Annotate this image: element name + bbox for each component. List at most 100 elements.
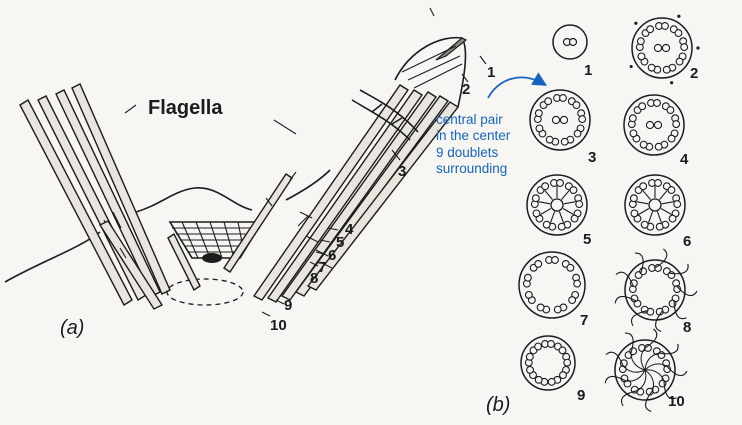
granule xyxy=(629,64,633,69)
transition-fiber xyxy=(644,328,658,349)
panel-a-label: (a) xyxy=(60,317,84,339)
label-a-8: 8 xyxy=(310,270,318,287)
membrane-ring xyxy=(526,174,588,236)
doublet-tubule xyxy=(647,63,656,72)
label-b-8: 8 xyxy=(683,319,691,336)
doublet-tubule xyxy=(568,296,577,305)
transition-fiber xyxy=(614,295,637,304)
doublet-tubule xyxy=(666,106,675,115)
transition-fiber xyxy=(605,351,624,367)
doublet-tubule xyxy=(628,114,637,123)
membrane-ring xyxy=(614,339,676,401)
doublet-tubule xyxy=(674,29,683,38)
label-b-3: 3 xyxy=(588,149,596,166)
annotation-line-2: in the center xyxy=(436,128,511,143)
label-b-6: 6 xyxy=(683,233,691,250)
radial-spoke xyxy=(647,211,654,224)
cross-section-10 xyxy=(604,328,688,413)
central-tubule xyxy=(559,115,569,125)
panel-b-cross-sections xyxy=(518,14,700,413)
doublet-tubule xyxy=(655,222,664,231)
radial-spoke xyxy=(638,208,650,215)
doublet-tubule xyxy=(553,305,562,314)
transition-fiber xyxy=(615,271,634,287)
doublet-tubule xyxy=(551,256,559,264)
doublet-tubule xyxy=(524,290,533,299)
transition-fiber xyxy=(630,310,648,327)
doublet-tubule xyxy=(637,52,646,61)
annotation-line-4: surrounding xyxy=(436,161,507,176)
doublet-tubule xyxy=(680,43,689,52)
doublet-tubule xyxy=(570,214,579,223)
doublet-tubule xyxy=(662,65,671,74)
doublet-tubule xyxy=(557,222,566,231)
doublet-tubule xyxy=(668,214,677,223)
transition-fiber xyxy=(634,252,644,274)
cartwheel-arm xyxy=(644,369,665,382)
doublet-tubule xyxy=(639,267,648,276)
doublet-tubule xyxy=(556,179,564,187)
doublet-tubule xyxy=(661,22,669,30)
label-b-9: 9 xyxy=(577,387,585,404)
membrane-ring xyxy=(552,24,588,60)
doublet-tubule xyxy=(638,102,647,111)
membrane-ring xyxy=(624,174,686,236)
panel-a-longitudinal-view: Flagella 1 2 3 4 5 6 7 8 9 10 (a) xyxy=(4,7,495,339)
doublet-tubule xyxy=(525,352,534,361)
doublet-tubule xyxy=(560,137,569,146)
radial-spoke xyxy=(549,211,556,224)
annotation-arrow xyxy=(487,72,548,99)
radial-spoke xyxy=(561,190,570,200)
transition-fiber xyxy=(604,375,627,384)
central-hub xyxy=(648,198,662,212)
doublet-tubule xyxy=(663,365,672,374)
annotation-group: central pair in the center 9 doublets su… xyxy=(436,72,548,176)
doublet-tubule xyxy=(675,57,684,66)
doublet-tubule xyxy=(667,186,676,195)
doublet-tubule xyxy=(646,25,655,34)
doublet-tubule xyxy=(547,377,556,386)
doublet-tubule xyxy=(569,186,578,195)
doublet-tubule xyxy=(654,179,662,187)
transition-fiber xyxy=(655,310,663,333)
radial-spoke xyxy=(558,211,565,224)
radial-spoke xyxy=(642,190,651,200)
central-tubule xyxy=(653,43,663,53)
doublet-tubule xyxy=(575,200,584,209)
cartwheel-arm xyxy=(644,363,667,371)
radial-spoke xyxy=(661,201,674,205)
doublet-tubule xyxy=(534,342,543,351)
label-b-1: 1 xyxy=(584,62,592,79)
membrane-ring xyxy=(520,335,576,391)
doublet-tubule xyxy=(667,134,676,143)
cross-section-8 xyxy=(614,248,698,333)
label-b-2: 2 xyxy=(690,65,698,82)
doublet-tubule xyxy=(639,140,648,149)
central-hub xyxy=(550,198,564,212)
label-a-9: 9 xyxy=(284,297,292,314)
flagella-title: Flagella xyxy=(148,97,223,119)
leader-lines xyxy=(119,7,487,317)
doublet-tubule xyxy=(573,279,582,288)
doublet-tubule xyxy=(542,220,551,229)
doublet-tubule xyxy=(531,194,540,203)
transition-fiber xyxy=(659,343,679,355)
doublet-tubule xyxy=(559,94,567,102)
cross-section-3 xyxy=(529,89,591,151)
granule xyxy=(634,21,638,25)
basal-body-dashed-outline xyxy=(166,278,244,306)
radial-spoke xyxy=(660,208,672,215)
label-b-7: 7 xyxy=(580,312,588,329)
transition-fiber xyxy=(620,390,638,407)
transition-fiber xyxy=(676,285,698,297)
annotation-line-1: central pair xyxy=(436,112,503,127)
doublet-tubule xyxy=(640,220,649,229)
transition-fiber xyxy=(669,263,689,275)
doublet-tubule xyxy=(544,97,553,106)
radial-spoke xyxy=(540,208,552,215)
radial-spoke xyxy=(659,190,668,200)
granule xyxy=(670,81,674,85)
label-a-1: 1 xyxy=(487,64,495,81)
radial-spoke xyxy=(544,190,553,200)
doublet-tubule xyxy=(523,273,532,282)
